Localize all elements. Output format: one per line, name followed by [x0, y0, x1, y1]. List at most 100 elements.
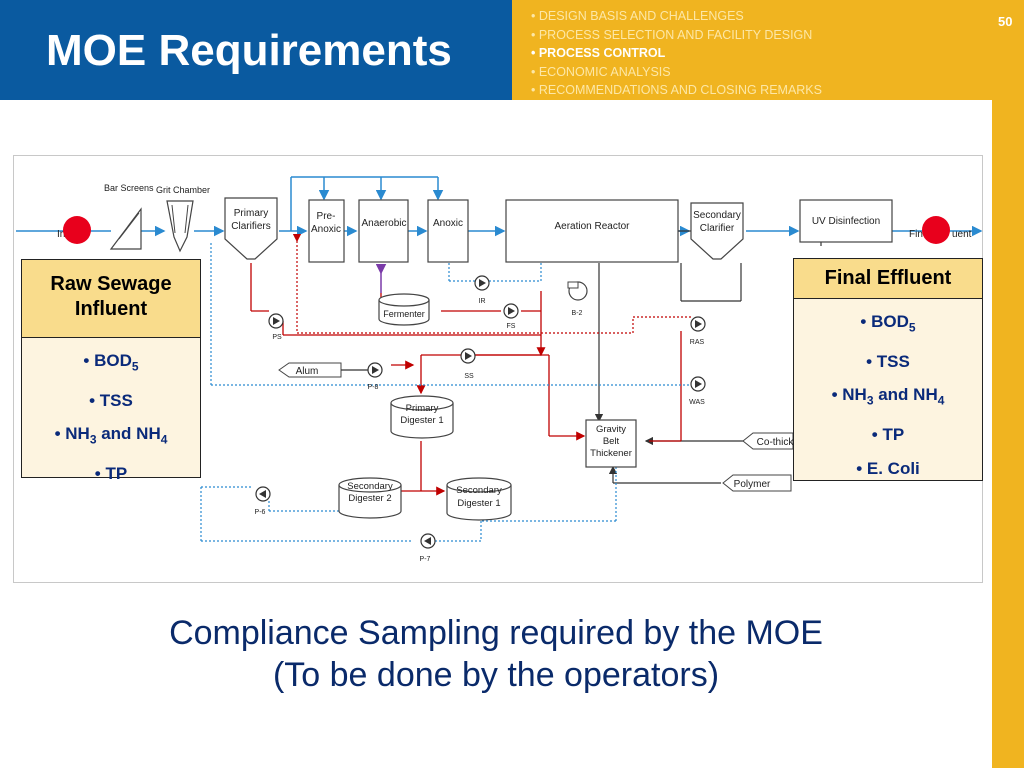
parameter-mid: and NH — [96, 424, 161, 444]
gbt-label-1: Gravity — [596, 424, 626, 435]
primary-digester-label-2: Digester 1 — [400, 415, 443, 426]
parameter-item: • NH3 and NH4 — [794, 378, 982, 418]
parameter-pre: • NH — [831, 385, 867, 405]
primary-clarifiers-label-1: Primary — [234, 208, 268, 219]
parameter-item: • TSS — [794, 345, 982, 379]
agenda-item: • PROCESS CONTROL — [531, 46, 666, 60]
primary-clarifiers-unit — [224, 197, 278, 260]
secondary-clarifier-label-1: Secondary — [693, 210, 741, 221]
pump-was-icon — [690, 376, 706, 392]
primary-digester-label-1: Primary — [406, 403, 439, 414]
pump-p7-label: P-7 — [420, 556, 431, 563]
process-flow-svg: Bar Screens Grit Chamber Primary Clarifi… — [16, 176, 983, 563]
parameter-pre: • TSS — [89, 390, 133, 410]
gbt-label-3: Thickener — [590, 448, 632, 459]
pre-anoxic-label-1: Pre- — [317, 211, 336, 222]
secondary-digester-2-tank — [338, 477, 402, 519]
parameter-item: • BOD5 — [794, 305, 982, 345]
primary-clarifiers-label-2: Clarifiers — [231, 221, 270, 232]
blower-b2-label: B-2 — [572, 310, 583, 317]
pump-was-label: WAS — [689, 399, 705, 406]
bar-screens-label: Bar Screens — [104, 183, 154, 193]
influent-sampling-point — [63, 216, 91, 244]
agenda-item: • ECONOMIC ANALYSIS — [531, 64, 671, 79]
parameter-sub: 3 — [89, 432, 97, 447]
uv-disinfection-label: UV Disinfection — [812, 216, 880, 227]
agenda-item: • DESIGN BASIS AND CHALLENGES — [531, 9, 744, 23]
main-flow-lines — [16, 176, 983, 237]
pump-ir-label: IR — [479, 298, 486, 305]
parameter-pre: • BOD — [83, 351, 132, 370]
parameter-item: • E. Coli — [794, 452, 982, 486]
pump-ss-icon — [460, 348, 476, 364]
agenda-item: • RECOMMENDATIONS AND CLOSING REMARKS — [531, 83, 822, 97]
process-lines — [594, 230, 822, 484]
anaerobic-tank — [358, 199, 409, 263]
parameter-pre: • TP — [871, 425, 905, 445]
right-accent-bar — [992, 100, 1024, 768]
secondary-digester-1-tank — [446, 477, 512, 521]
pump-p7-icon — [420, 533, 436, 549]
gravity-belt-thickener-unit — [585, 419, 637, 468]
anaerobic-label: Anaerobic — [361, 218, 406, 229]
parameter-item: • BOD5 — [22, 344, 200, 384]
agenda-item: • PROCESS SELECTION AND FACILITY DESIGN — [531, 27, 813, 42]
pump-ps-label: PS — [272, 334, 282, 341]
final-effluent-label-right: uent — [952, 229, 972, 240]
pump-ps-icon — [268, 313, 284, 329]
compliance-note-line-1: Compliance Sampling required by the MOE — [169, 614, 823, 652]
title-banner: MOE Requirements — [0, 0, 512, 100]
parameter-pre: • BOD — [860, 312, 909, 331]
final-effluent-callout: Final Effluent • BOD5• TSS• NH3 and NH4•… — [793, 258, 983, 481]
fermenter-tank — [378, 293, 430, 326]
final-effluent-label-left: Fin — [909, 229, 923, 240]
parameter-item: • TSS — [22, 384, 200, 418]
parameter-item: • TP — [794, 418, 982, 452]
agenda-list: • DESIGN BASIS AND CHALLENGES • PROCESS S… — [531, 7, 822, 100]
secondary-clarifier-label-2: Clarifier — [700, 223, 735, 234]
primary-digester-tank — [390, 395, 454, 439]
compliance-note-line-2: (To be done by the operators) — [272, 656, 720, 694]
pump-p8-label: P-8 — [368, 384, 379, 391]
parameter-item: • TP — [22, 457, 200, 491]
sludge-lines — [250, 263, 682, 496]
pre-anoxic-tank — [308, 199, 345, 263]
anoxic-label: Anoxic — [433, 218, 463, 229]
effluent-sampling-point — [922, 216, 950, 244]
pump-p6-label: P-6 — [255, 509, 266, 516]
page-number: 50 — [998, 14, 1013, 29]
pump-ss-label: SS — [464, 373, 474, 380]
raw-sewage-callout-title: Raw Sewage Influent — [22, 260, 200, 338]
bar-screens-unit — [109, 207, 142, 250]
parameter-pre: • NH — [54, 424, 90, 444]
parameter-sub2: 4 — [160, 432, 168, 447]
pump-ir-icon — [474, 275, 490, 291]
secondary-digester-1-label-1: Secondary — [456, 485, 502, 496]
blower-b2-icon — [567, 281, 588, 301]
parameter-pre: • TSS — [866, 351, 910, 371]
raw-sewage-parameter-list: • BOD5 • TSS • NH3 and NH4 • TP — [22, 338, 200, 491]
polymer-feed-tag — [722, 474, 792, 492]
parameter-sub: 5 — [908, 320, 916, 335]
secondary-digester-2-label-1: Secondary — [347, 481, 393, 492]
pump-ras-label: RAS — [690, 339, 705, 346]
parameter-pre: • TP — [94, 464, 128, 484]
pump-ras-icon — [690, 316, 706, 332]
aeration-reactor-label: Aeration Reactor — [554, 221, 630, 232]
anoxic-tank — [427, 199, 469, 263]
gbt-label-2: Belt — [603, 436, 620, 447]
pre-anoxic-label-2: Anoxic — [311, 224, 341, 235]
influent-label: In — [57, 229, 65, 240]
secondary-clarifier-unit — [690, 202, 744, 260]
parameter-item: • NH3 and NH4 — [22, 417, 200, 457]
parameter-sub: 3 — [866, 393, 874, 408]
pump-fs-label: FS — [507, 323, 516, 330]
compliance-note: Compliance Sampling required by the MOE … — [0, 612, 992, 696]
parameter-mid: and NH — [873, 385, 938, 405]
raw-sewage-title-line-1: Raw Sewage — [50, 273, 172, 295]
secondary-digester-2-label-2: Digester 2 — [348, 493, 391, 504]
pump-p6-icon — [255, 486, 271, 502]
secondary-digester-1-label-2: Digester 1 — [457, 498, 500, 509]
parameter-sub2: 4 — [937, 393, 945, 408]
agenda-panel — [512, 0, 1024, 100]
